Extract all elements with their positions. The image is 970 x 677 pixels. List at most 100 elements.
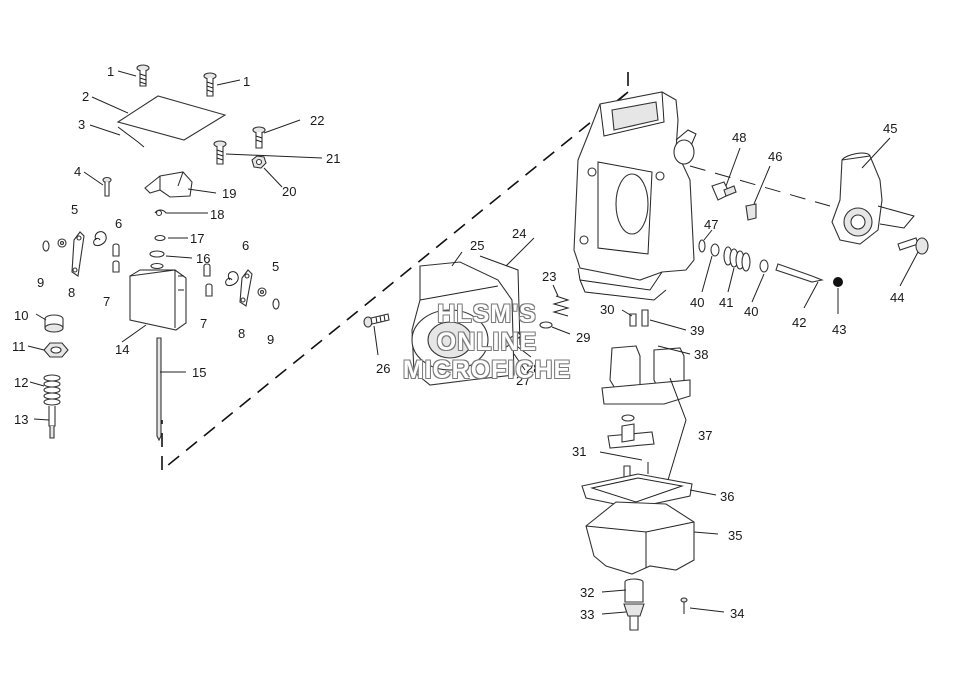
callout-13: 13 (14, 412, 28, 427)
callout-32: 32 (580, 585, 594, 600)
callout-34: 34 (730, 606, 744, 621)
callout-44: 44 (890, 290, 904, 305)
part-spring-12 (43, 374, 61, 406)
callout-43: 43 (832, 322, 846, 337)
part-float-bowl-35 (585, 501, 695, 575)
callout-33: 33 (580, 607, 594, 622)
part-screw-1b (203, 72, 217, 97)
callout-22: 22 (310, 113, 324, 128)
callout-1a: 1 (107, 64, 114, 79)
callout-5a: 5 (71, 202, 78, 217)
part-carb-body (573, 91, 697, 301)
callout-39: 39 (690, 323, 704, 338)
callout-3: 3 (78, 117, 85, 132)
callout-9b: 9 (267, 332, 274, 347)
part-jet-39 (641, 309, 649, 327)
part-needle-15 (156, 337, 162, 442)
part-cover-plate-2 (116, 95, 227, 141)
part-lever-45 (831, 152, 915, 245)
part-float-arm (607, 414, 655, 449)
callout-41: 41 (719, 295, 733, 310)
part-link-8b (239, 269, 253, 307)
part-link-8a (71, 231, 85, 277)
callout-26: 26 (376, 361, 390, 376)
callout-21: 21 (326, 151, 340, 166)
part-throttle-slide-14 (129, 269, 187, 331)
callout-2: 2 (82, 89, 89, 104)
part-float-38 (601, 345, 691, 405)
part-washer-5b (257, 287, 267, 297)
part-washer-40a (710, 243, 720, 257)
part-clip-18 (154, 209, 190, 217)
part-pin-28 (501, 331, 522, 349)
part-gasket-36 (581, 473, 693, 509)
part-valve-31 (623, 462, 649, 479)
callout-38: 38 (694, 347, 708, 362)
part-jet-32 (624, 578, 644, 603)
callout-20: 20 (282, 184, 296, 199)
part-clip-9b (272, 298, 280, 310)
assembly-boundary (161, 72, 629, 471)
callout-31: 31 (572, 444, 586, 459)
callout-8b: 8 (238, 326, 245, 341)
part-cap-10 (44, 314, 64, 333)
callout-6a: 6 (115, 216, 122, 231)
part-screw-26 (363, 313, 390, 328)
callout-40b: 40 (744, 304, 758, 319)
part-nut-20 (251, 155, 267, 169)
callout-11: 11 (12, 339, 26, 354)
part-ring-16 (149, 250, 165, 270)
part-gasket-3 (117, 126, 145, 148)
leader-lines (27, 70, 919, 615)
callout-37: 37 (698, 428, 712, 443)
part-spring-6b (225, 271, 239, 287)
part-screw-1a (136, 64, 150, 87)
part-washer-40b (759, 259, 769, 273)
callout-9a: 9 (37, 275, 44, 290)
callout-25: 25 (470, 238, 484, 253)
part-eclip-17 (154, 234, 166, 242)
callout-12: 12 (14, 375, 28, 390)
part-nut-11 (43, 342, 69, 358)
part-plunger-13 (48, 406, 56, 439)
callout-17: 17 (190, 231, 204, 246)
part-screw-34 (680, 597, 688, 614)
part-bushing-7a (112, 243, 120, 273)
part-bushing-7b (203, 263, 213, 297)
callout-24: 24 (512, 226, 526, 241)
callout-48: 48 (732, 130, 746, 145)
part-spring-6a (93, 231, 107, 247)
part-clip-47 (698, 239, 706, 253)
part-top-cover-25 (411, 261, 515, 386)
part-jet-30 (629, 313, 637, 327)
callout-27: 27 (516, 373, 530, 388)
callout-40a: 40 (690, 295, 704, 310)
callout-19: 19 (222, 186, 236, 201)
callout-7b: 7 (200, 316, 207, 331)
part-main-jet-33 (623, 603, 645, 631)
callout-14: 14 (115, 342, 129, 357)
callout-29: 29 (576, 330, 590, 345)
callout-15: 15 (192, 365, 206, 380)
part-spring-41 (723, 246, 751, 272)
callout-5b: 5 (272, 259, 279, 274)
callout-labels: 1 1 2 3 4 5 5 6 6 7 7 8 8 9 9 10 11 12 1… (12, 64, 904, 622)
callout-1b: 1 (243, 74, 250, 89)
callout-36: 36 (720, 489, 734, 504)
part-spring-23 (552, 295, 570, 317)
part-fitting-48 (711, 181, 737, 201)
callout-8a: 8 (68, 285, 75, 300)
part-screw-21 (213, 140, 227, 165)
part-screw-44 (897, 237, 929, 255)
callout-23: 23 (542, 269, 556, 284)
callout-28: 28 (526, 361, 540, 376)
part-cap-46 (745, 203, 757, 221)
part-washer-5a (57, 238, 67, 248)
part-screw-4 (102, 176, 112, 197)
callout-7a: 7 (103, 294, 110, 309)
callout-18: 18 (210, 207, 224, 222)
callout-42: 42 (792, 315, 806, 330)
callout-46: 46 (768, 149, 782, 164)
callout-47: 47 (704, 217, 718, 232)
part-needle-42 (775, 263, 824, 283)
